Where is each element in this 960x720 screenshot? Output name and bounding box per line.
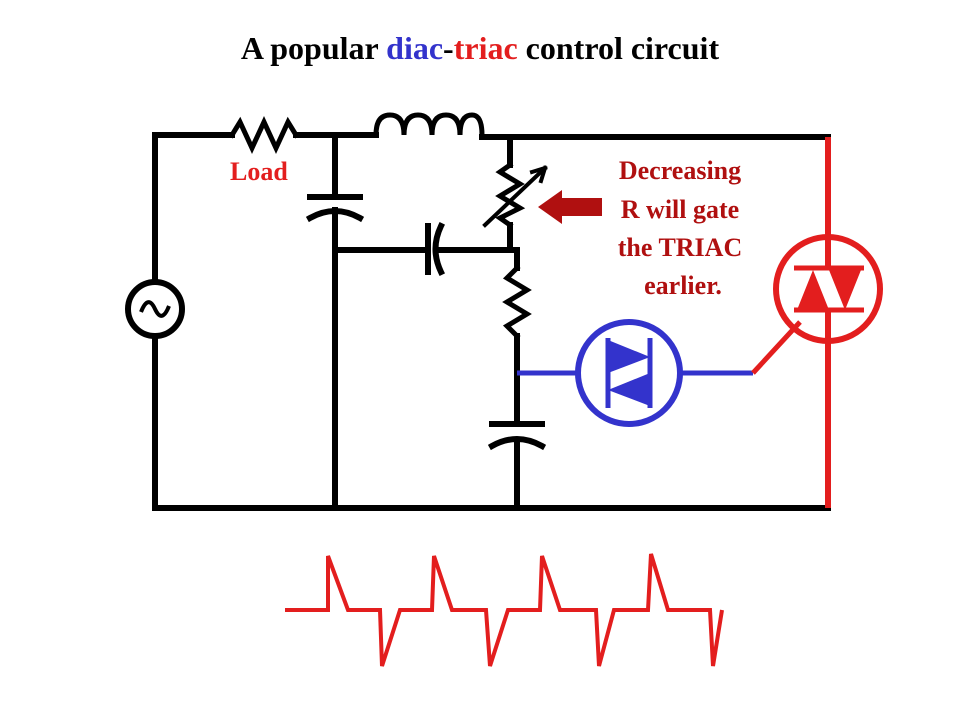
variable-arrow-head	[529, 165, 548, 184]
triac-symbol	[751, 137, 883, 508]
note-line-2: R will gate	[621, 195, 739, 224]
ac-source-icon	[125, 279, 185, 339]
variable-arrow-line	[482, 165, 548, 228]
black-wiring	[152, 112, 831, 511]
title-part2: control circuit	[517, 30, 720, 66]
fixed-resistor	[502, 264, 532, 340]
inductor	[373, 112, 485, 138]
waveform	[285, 553, 724, 667]
slide-title: A popular diac-triac control circuit	[0, 30, 960, 67]
triac-gate	[751, 320, 802, 375]
note-line-1: Decreasing	[619, 156, 741, 185]
title-triac: triac	[453, 30, 518, 66]
indicator-arrow-icon	[538, 190, 602, 224]
load-resistor	[228, 116, 300, 154]
wire-var-bottom	[507, 222, 520, 253]
variable-resistor	[495, 161, 526, 229]
title-dash: -	[443, 30, 454, 66]
waveform-trace	[285, 553, 724, 667]
note-line-4: earlier.	[644, 271, 722, 300]
note-line-3: the TRIAC	[618, 233, 742, 262]
load-label: Load	[230, 157, 288, 186]
title-diac: diac	[386, 30, 444, 66]
title-part1: A popular	[240, 30, 387, 66]
diac-symbol	[517, 319, 753, 427]
